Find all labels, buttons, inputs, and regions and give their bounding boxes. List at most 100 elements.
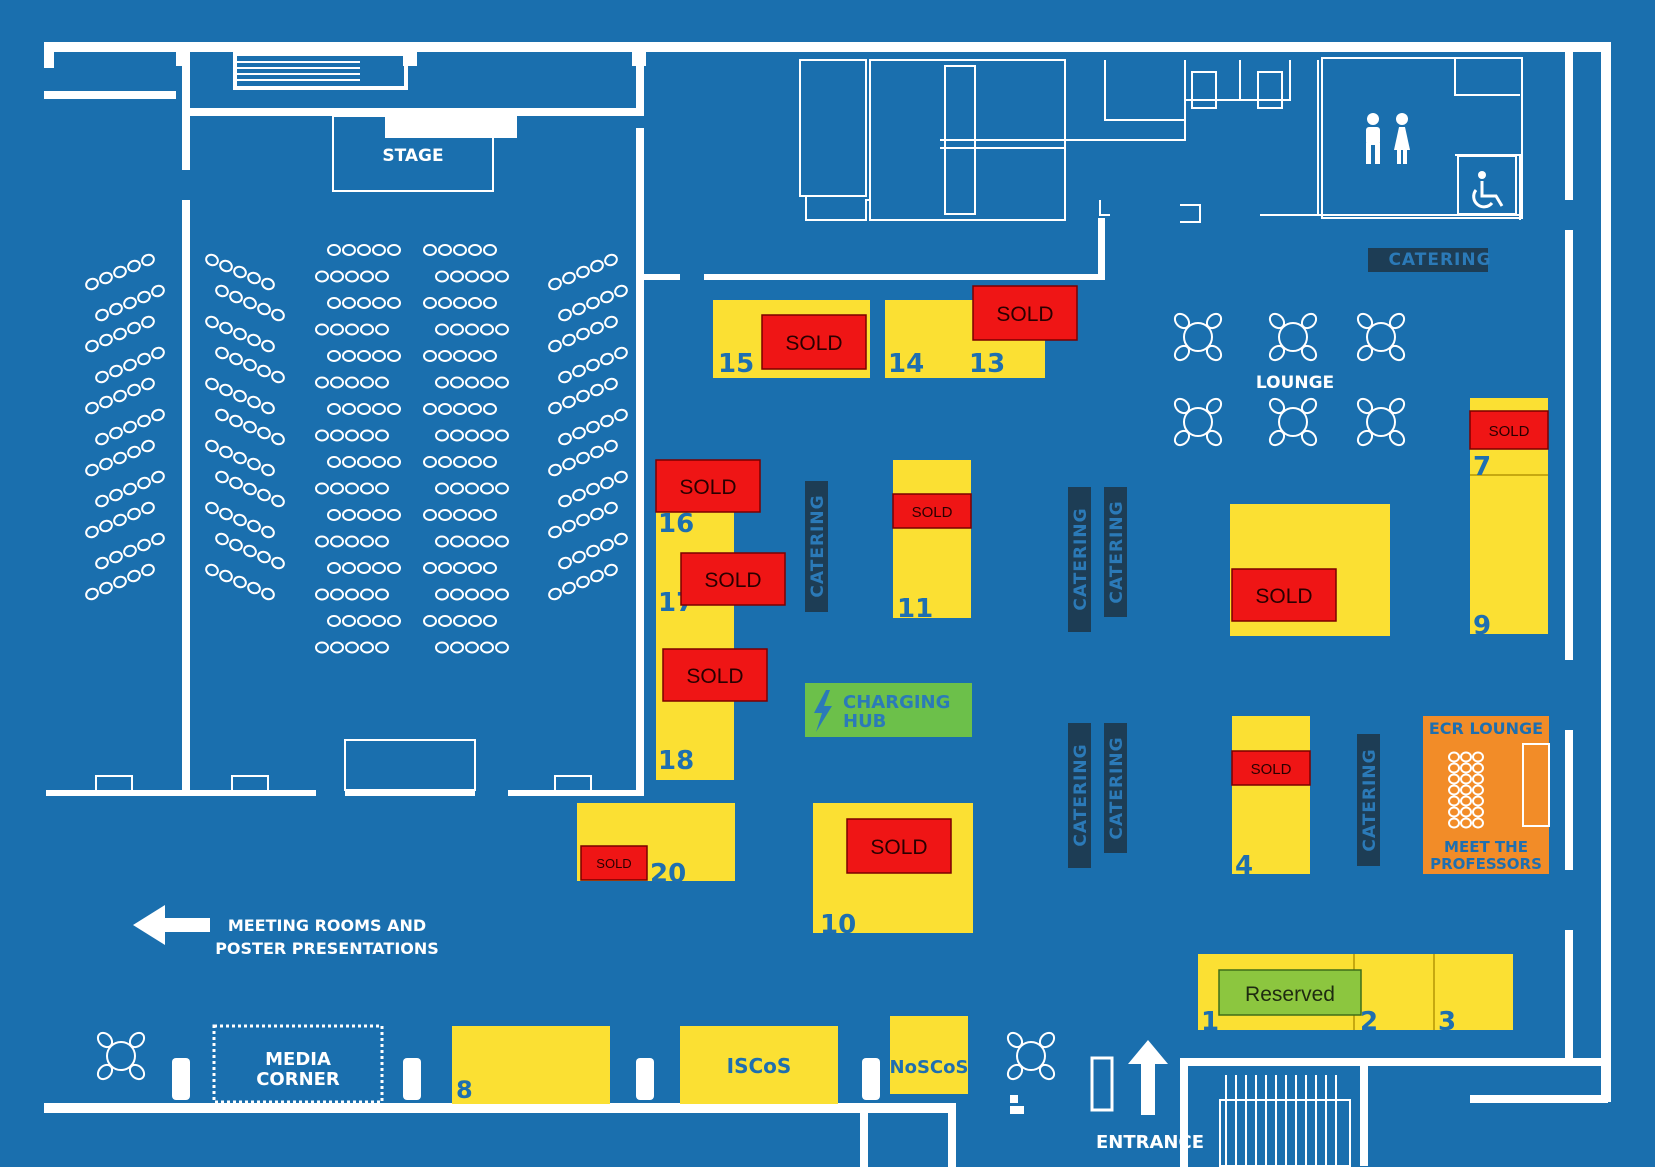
seat	[137, 538, 151, 552]
seat	[572, 488, 586, 502]
seat	[360, 376, 374, 389]
seat	[1300, 344, 1318, 362]
booth-16-17-18[interactable]	[656, 495, 734, 780]
ecr-title: ECR LOUNGE	[1429, 719, 1543, 738]
seat	[468, 244, 482, 256]
seat	[604, 253, 618, 267]
seat	[85, 277, 99, 291]
seat	[357, 509, 371, 521]
booth-noscos[interactable]	[890, 1016, 968, 1094]
sold-label: SOLD	[596, 856, 631, 871]
seat	[357, 297, 371, 309]
seat	[345, 641, 359, 654]
sold-marker	[580, 845, 648, 881]
seat	[548, 587, 562, 601]
seat	[1448, 773, 1460, 785]
seat	[1460, 795, 1472, 807]
entrance-door	[1090, 1056, 1114, 1112]
seat	[372, 244, 386, 256]
seat	[450, 535, 464, 548]
ecr-subtitle: MEET THE	[1444, 838, 1528, 856]
seat	[243, 482, 257, 496]
seat	[614, 408, 628, 422]
seat	[614, 532, 628, 546]
seat	[483, 562, 497, 574]
booth-iscos[interactable]	[680, 1026, 838, 1104]
seat	[483, 456, 497, 468]
seat	[345, 482, 359, 495]
arrow-left-icon	[133, 905, 210, 945]
seat	[99, 333, 113, 347]
booth-number: 16	[658, 509, 694, 539]
seat	[219, 569, 233, 583]
seat	[330, 270, 344, 283]
seat	[1460, 817, 1472, 829]
seat	[480, 535, 494, 548]
seat	[219, 383, 233, 397]
seat	[99, 457, 113, 471]
seat	[604, 377, 618, 391]
seat	[357, 456, 371, 468]
seat	[233, 451, 247, 465]
seat	[1205, 312, 1223, 330]
seat	[387, 297, 401, 309]
seat	[96, 1063, 114, 1081]
seat	[604, 563, 618, 577]
catering-label: CATERING	[808, 494, 828, 597]
entrance-label: ENTRANCE	[1096, 1132, 1204, 1153]
sold-marker	[1231, 568, 1337, 622]
seat	[327, 244, 341, 256]
lounge-table	[1278, 322, 1308, 352]
booth-number: 7	[1473, 452, 1491, 482]
seat	[465, 323, 479, 336]
seat	[123, 358, 137, 372]
seat	[96, 1031, 114, 1049]
seat	[113, 265, 127, 279]
seat	[483, 244, 497, 256]
seat	[127, 445, 141, 459]
seat	[345, 429, 359, 442]
seat	[151, 408, 165, 422]
seat	[327, 456, 341, 468]
seat	[360, 270, 374, 283]
seat	[95, 556, 109, 570]
seat	[127, 321, 141, 335]
seat	[85, 401, 99, 415]
seat	[387, 403, 401, 415]
seat	[1460, 806, 1472, 818]
seat	[247, 271, 261, 285]
booth-number: 14	[888, 349, 924, 379]
booth-name-noscos: NoSCoS	[890, 1057, 969, 1078]
seat	[1205, 397, 1223, 415]
seat	[375, 376, 389, 389]
seat	[342, 297, 356, 309]
seat	[219, 445, 233, 459]
seat	[453, 297, 467, 309]
seat	[387, 456, 401, 468]
seat	[127, 569, 141, 583]
seat	[357, 615, 371, 627]
seat	[113, 575, 127, 589]
seat	[562, 519, 576, 533]
seat	[330, 323, 344, 336]
booth-14[interactable]	[885, 300, 967, 378]
seat	[271, 308, 285, 322]
booth-number: 2	[1360, 1007, 1378, 1037]
seat	[372, 350, 386, 362]
seat	[572, 426, 586, 440]
seat	[572, 364, 586, 378]
sold-marker	[761, 314, 867, 370]
seat	[315, 376, 329, 389]
seat	[1460, 751, 1472, 763]
seat	[1006, 1063, 1024, 1081]
booth-4[interactable]	[1232, 716, 1310, 874]
catering-label: CATERING	[1388, 250, 1491, 270]
seat	[372, 509, 386, 521]
seat	[327, 615, 341, 627]
seat	[483, 350, 497, 362]
seat	[483, 615, 497, 627]
booth-8[interactable]	[452, 1026, 610, 1104]
booth-11[interactable]	[893, 460, 971, 618]
seat	[345, 535, 359, 548]
